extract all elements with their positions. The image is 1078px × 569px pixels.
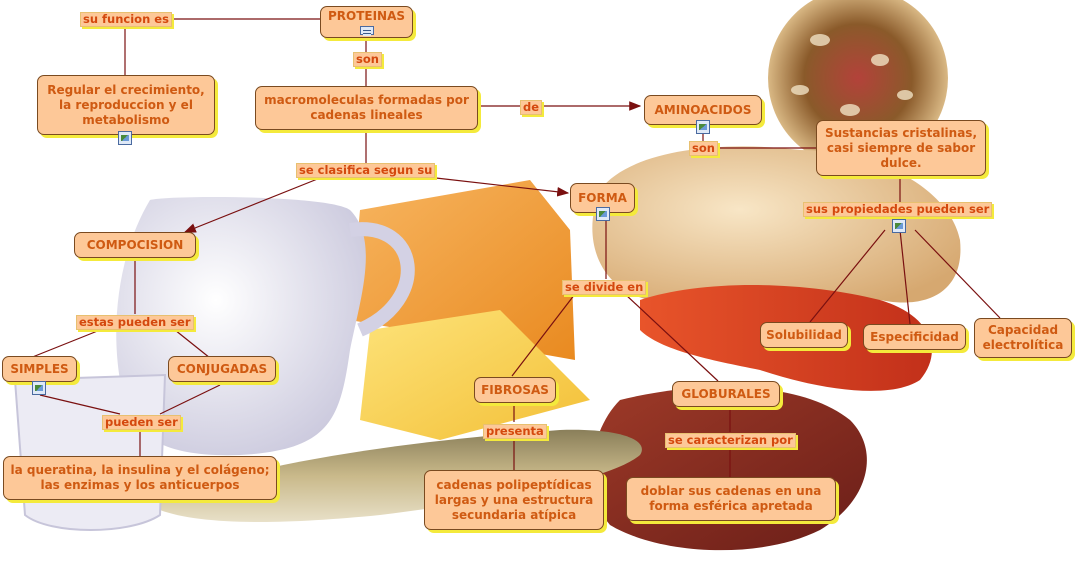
node-solubilidad-label: Solubilidad <box>766 327 842 342</box>
node-doblar-label: doblar sus cadenas en una forma esférica… <box>640 484 822 513</box>
node-aminoacidos-label: AMINOACIDOS <box>654 102 752 117</box>
node-macromoleculas-label: macromoleculas formadas por cadenas line… <box>264 93 469 122</box>
node-composicion[interactable]: COMPOCISION <box>74 232 196 258</box>
node-globurales[interactable]: GLOBURALES <box>672 381 780 407</box>
node-conjugadas[interactable]: CONJUGADAS <box>168 356 276 382</box>
node-aminoacidos[interactable]: AMINOACIDOS <box>644 95 762 125</box>
image-icon[interactable] <box>32 381 46 395</box>
node-regular-label: Regular el crecimiento, la reproduccion … <box>47 82 205 127</box>
node-simples-label: SIMPLES <box>10 361 69 376</box>
node-fibrosas-label: FIBROSAS <box>481 382 549 397</box>
node-especificidad-label: Especificidad <box>870 329 959 344</box>
node-capacidad-label: Capacidad electrolítica <box>982 323 1064 352</box>
link-label-presenta: presenta <box>483 424 547 439</box>
node-macromoleculas[interactable]: macromoleculas formadas por cadenas line… <box>255 86 478 130</box>
node-globurales-label: GLOBURALES <box>681 386 771 401</box>
node-forma-label: FORMA <box>578 190 627 205</box>
node-proteinas[interactable]: PROTEINAS <box>320 6 413 38</box>
node-sustancias[interactable]: Sustancias cristalinas, casi siempre de … <box>816 120 986 176</box>
node-composicion-label: COMPOCISION <box>86 237 184 252</box>
link-label-se-divide-en: se divide en <box>562 280 647 295</box>
image-icon[interactable] <box>696 120 710 134</box>
node-queratina[interactable]: la queratina, la insulina y el colágeno;… <box>3 456 277 500</box>
link-label-de: de <box>520 100 543 115</box>
image-icon[interactable] <box>892 219 906 233</box>
node-fibrosas[interactable]: FIBROSAS <box>474 377 556 403</box>
node-especificidad[interactable]: Especificidad <box>863 324 966 350</box>
node-queratina-label: la queratina, la insulina y el colágeno;… <box>10 463 270 492</box>
document-icon[interactable] <box>359 26 374 36</box>
link-label-son: son <box>353 52 382 67</box>
link-label-se-clasifica: se clasifica segun su <box>296 163 436 178</box>
link-label-son-aminoacidos: son <box>689 141 718 156</box>
propiedades-text: sus propiedades pueden ser <box>806 202 990 216</box>
link-label-estas-pueden-ser: estas pueden ser <box>76 315 194 330</box>
link-label-propiedades: sus propiedades pueden ser <box>803 202 993 217</box>
node-regular[interactable]: Regular el crecimiento, la reproduccion … <box>37 75 215 135</box>
node-capacidad[interactable]: Capacidad electrolítica <box>974 318 1072 358</box>
image-icon[interactable] <box>118 131 132 145</box>
image-icon[interactable] <box>596 207 610 221</box>
link-label-se-caracterizan-por: se caracterizan por <box>665 433 796 448</box>
node-doblar[interactable]: doblar sus cadenas en una forma esférica… <box>626 477 836 521</box>
node-proteinas-label: PROTEINAS <box>327 9 406 23</box>
node-cadenas-label: cadenas polipeptídicas largas y una estr… <box>434 477 594 522</box>
link-label-su-funcion-es: su funcion es <box>80 12 172 27</box>
node-conjugadas-label: CONJUGADAS <box>176 361 268 376</box>
node-solubilidad[interactable]: Solubilidad <box>760 322 848 348</box>
node-sustancias-label: Sustancias cristalinas, casi siempre de … <box>824 125 978 170</box>
node-cadenas[interactable]: cadenas polipeptídicas largas y una estr… <box>424 470 604 530</box>
link-label-pueden-ser: pueden ser <box>102 415 181 430</box>
node-simples[interactable]: SIMPLES <box>2 356 77 382</box>
